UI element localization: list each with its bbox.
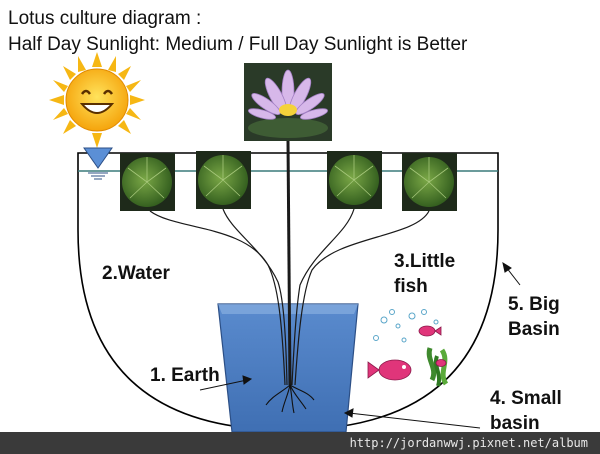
sun-icon [49, 52, 145, 148]
little-fish-label-line1: 3.Little [394, 251, 456, 272]
lotus-leaf-2 [196, 151, 251, 209]
label-arrows [199, 261, 521, 429]
lotus-flower-photo [244, 63, 332, 141]
diagram-title: Lotus culture diagram : [8, 8, 202, 29]
water-level-marker-icon [83, 147, 113, 180]
big-basin-label-line2: Basin [508, 319, 560, 340]
big-basin-label-line1: 5. Big [508, 294, 560, 315]
small-basin-label-line1: 4. Small [490, 388, 562, 409]
lotus-leaf-1 [120, 153, 175, 211]
watermark-url: http://jordanwwj.pixnet.net/album [0, 432, 600, 454]
fish-icon [367, 359, 412, 381]
diagram-subtitle: Half Day Sunlight: Medium / Full Day Sun… [8, 34, 468, 55]
lotus-stems [149, 140, 430, 386]
fish-picture [367, 309, 449, 387]
earth-label: 1. Earth [150, 365, 220, 386]
lotus-roots [265, 384, 315, 414]
small-basin-label-line2: basin [490, 413, 540, 434]
lotus-leaf-3 [327, 151, 382, 209]
lotus-leaf-4 [402, 153, 457, 211]
water-label: 2.Water [102, 263, 170, 284]
little-fish-label-line2: fish [394, 276, 428, 297]
